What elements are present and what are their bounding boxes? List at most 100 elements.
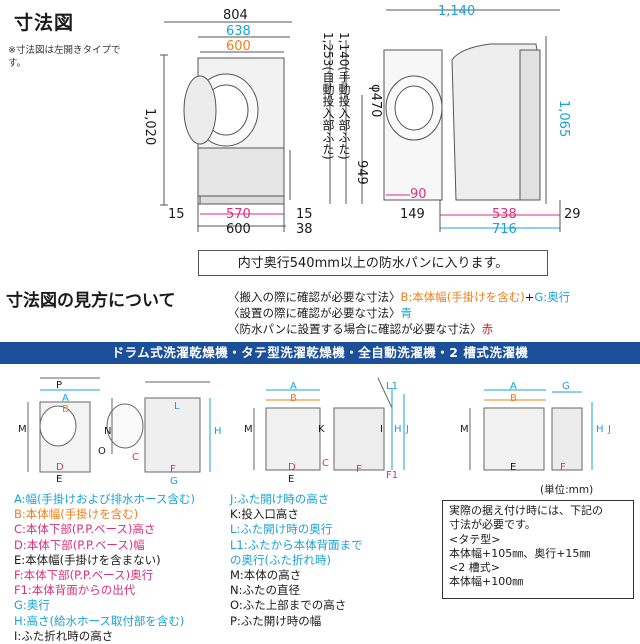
d1-letter-G: G: [170, 476, 178, 487]
side-height-auto-lid: 1,253(自動投入部ふた): [321, 32, 335, 160]
how-to-line-1-blue: G:奥行: [534, 290, 571, 304]
front-height: 1,020: [142, 108, 157, 146]
door-diameter: φ470: [368, 84, 383, 118]
d3-letter-E: E: [510, 462, 517, 473]
legend-item: の奥行(ふた折れ時): [230, 552, 331, 567]
d1-letter-D: D: [56, 462, 64, 473]
d2-letter-B: B: [290, 393, 297, 404]
d2-letter-K: K: [318, 424, 325, 435]
d1-letter-F: F: [170, 464, 176, 475]
how-to-line-2-prefix: 〈設置の際に確認が必要な寸法〉: [228, 306, 401, 320]
d3-letter-H: H: [596, 424, 604, 435]
legend-item: C:本体下部(P.P.ベース)高さ: [14, 522, 156, 537]
how-to-line-2-color: 青: [400, 306, 413, 320]
d1-letter-N: N: [104, 426, 112, 437]
d1-letter-C: C: [132, 452, 139, 463]
d1-letter-O: O: [98, 446, 106, 457]
legend-item: L:ふた開け時の奥行: [230, 522, 333, 537]
d2-letter-A: A: [290, 381, 297, 392]
legend-item: D:本体下部(P.P.ベース)幅: [14, 537, 145, 552]
d3-letter-B: B: [510, 393, 517, 404]
how-to-read-title: 寸法図の見方について: [6, 291, 176, 311]
d3-letter-A: A: [510, 381, 517, 392]
how-to-line-3: 〈防水パンに設置する場合に確認が必要な寸法〉赤: [228, 321, 493, 337]
side-bottom-pink-538: 538: [492, 207, 517, 222]
side-height-949: 949: [354, 160, 369, 185]
d3-letter-M: M: [460, 424, 469, 435]
d2-letter-J: J: [406, 424, 409, 435]
how-to-line-3-color: 赤: [481, 322, 494, 336]
actual-box-line: 本体幅+105㎜、奥行+15㎜: [449, 546, 591, 560]
legend-item: E:本体幅(手掛けを含まない): [14, 552, 161, 567]
actual-box-line: <2 槽式>: [449, 561, 500, 575]
front-width-blue: 638: [226, 24, 251, 39]
d2-letter-F: F: [356, 464, 362, 475]
d3-letter-F: F: [560, 462, 566, 473]
legend-left: A:幅(手掛けおよび排水ホース含む)B:本体幅(手掛けを含む)C:本体下部(P.…: [14, 492, 195, 644]
front-width-orange: 600: [226, 39, 251, 54]
actual-box-line: 実際の据え付け時には、下記の: [449, 504, 603, 517]
d1-letter-L: L: [174, 401, 180, 412]
legend-item: F1:本体背面からの出代: [14, 583, 136, 598]
legend-item: N:ふたの直径: [230, 583, 300, 598]
d2-letter-D: D: [288, 462, 296, 473]
legend-item: A:幅(手掛けおよび排水ホース含む): [14, 492, 195, 506]
d3-letter-J: J: [608, 424, 611, 435]
how-to-line-1-orange: B:本体幅(手掛けを含む): [400, 290, 525, 304]
side-bottom-right-29: 29: [564, 207, 581, 222]
how-to-line-3-prefix: 〈防水パンに設置する場合に確認が必要な寸法〉: [228, 322, 482, 336]
actual-installation-box: 実際の据え付け時には、下記の寸法が必要です。<タテ型>本体幅+105㎜、奥行+1…: [442, 500, 634, 599]
d1-letter-M: M: [18, 424, 27, 435]
d2-letter-M: M: [244, 424, 253, 435]
legend-item: J:ふた開け時の高さ: [230, 492, 330, 506]
side-bottom-blue-716: 716: [492, 222, 517, 237]
how-to-line-1-prefix: 〈搬入の際に確認が必要な寸法〉: [228, 290, 401, 304]
side-bottom-pink-90: 90: [410, 187, 427, 202]
actual-box-line: 本体幅+100㎜: [449, 575, 524, 589]
legend-item: B:本体幅(手掛けを含む): [14, 507, 139, 522]
category-banner: ドラム式洗濯乾燥機・タテ型洗濯乾燥機・全自動洗濯機・2 槽式洗濯機: [0, 342, 640, 364]
side-bottom-left-149: 149: [400, 207, 425, 222]
d1-letter-P: P: [56, 380, 63, 391]
legend-item: H:高さ(給水ホース取付部を含む): [14, 613, 185, 628]
legend-item: L1:ふたから本体背面まで: [230, 537, 363, 552]
front-view-drawing: [160, 9, 561, 232]
page-title: 寸法図: [14, 12, 75, 34]
how-to-line-1-plus: +: [524, 290, 535, 304]
front-bottom-width: 600: [226, 222, 251, 237]
legend-item: F:本体下部(P.P.ベース)奥行: [14, 567, 154, 582]
d2-letter-L1: L1: [386, 381, 398, 392]
d1-letter-E: E: [56, 474, 63, 485]
front-bottom-right-gap: 15: [296, 207, 313, 222]
d2-letter-I: I: [380, 424, 383, 435]
legend-item: I:ふた折れ時の高さ: [14, 628, 114, 643]
front-bottom-right-depth: 38: [296, 222, 313, 237]
how-to-line-2: 〈設置の際に確認が必要な寸法〉青: [228, 305, 412, 321]
d2-letter-C: C: [322, 458, 329, 469]
d2-letter-E: E: [288, 474, 295, 485]
legend-item: M:本体の高さ: [230, 567, 302, 582]
front-bottom-left-gap: 15: [168, 207, 185, 222]
d1-letter-B: B: [62, 404, 69, 415]
actual-box-line: 寸法が必要です。: [449, 518, 536, 532]
legend-item: P:ふた開け時の幅: [230, 613, 322, 628]
d2-letter-F1: F1: [386, 470, 399, 481]
actual-box-line: <タテ型>: [449, 532, 501, 546]
how-to-line-1: 〈搬入の際に確認が必要な寸法〉B:本体幅(手掛けを含む)+G:奥行: [228, 289, 570, 305]
legend-item: G:奥行: [14, 598, 50, 613]
d3-letter-G: G: [562, 381, 570, 392]
front-width-total: 804: [223, 8, 248, 23]
legend-item: K:投入口高さ: [230, 507, 299, 522]
note-left-open: ※寸法図は左開きタイプです。: [8, 45, 121, 69]
lower-diagrams: [27, 377, 593, 473]
side-height-blue: 1,065: [556, 100, 571, 138]
d1-letter-A: A: [62, 393, 69, 404]
waterproof-pan-notice: 内寸奥行540mm以上の防水パンに入ります。: [198, 250, 548, 276]
d1-letter-H: H: [214, 426, 222, 437]
unit-label: (単位:mm): [540, 484, 594, 496]
legend-item: O:ふた上部までの高さ: [230, 598, 347, 613]
front-bottom-width-pink: 570: [226, 207, 251, 222]
side-depth-total: 1,140: [438, 4, 476, 19]
side-height-manual-lid: 1,140(手動投入部ふた): [337, 32, 351, 160]
